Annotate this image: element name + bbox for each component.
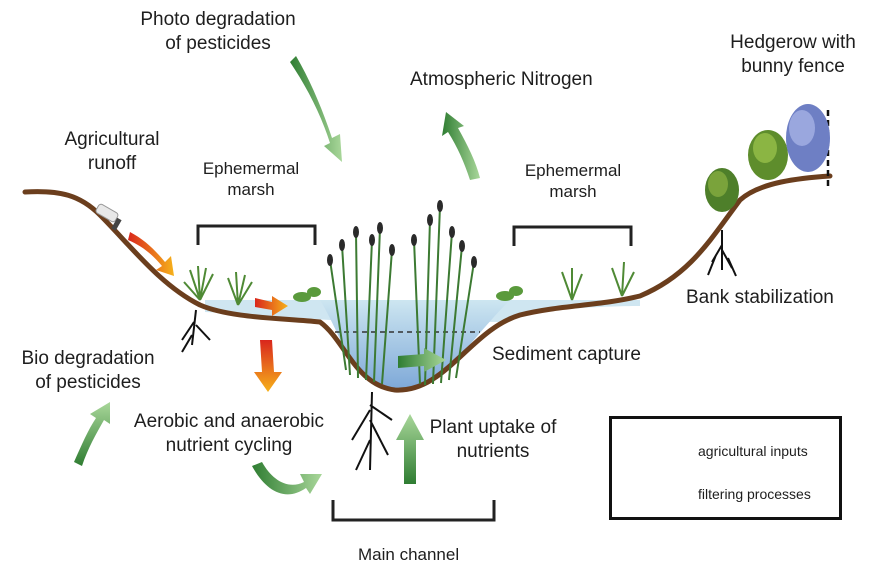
plant-uptake-line-2: nutrients [418, 440, 568, 464]
marsh-bracket-right [514, 227, 631, 246]
photo-degradation-label: Photo degradation of pesticides [128, 8, 308, 56]
plant-uptake-line-1: Plant uptake of [418, 416, 568, 440]
hedge-shrub-medium [748, 130, 788, 180]
marsh-left-line-1: Ephemermal [196, 158, 306, 179]
plant-uptake-label: Plant uptake of nutrients [418, 416, 568, 464]
small-plant-right [496, 286, 523, 301]
small-plant-left [293, 287, 321, 302]
bio-degradation-arrow-icon [74, 402, 110, 466]
nutrient-cycling-arrow-icon [252, 462, 322, 494]
photo-degradation-arrow-icon [290, 56, 342, 162]
legend-agricultural-inputs-label: agricultural inputs [698, 443, 808, 459]
marsh-right-line-2: marsh [518, 181, 628, 202]
agricultural-runoff-label: Agricultural runoff [48, 128, 176, 176]
main-channel-bracket [333, 500, 494, 520]
nutrient-cycling-line-1: Aerobic and anaerobic [124, 410, 334, 434]
agricultural-runoff-line-1: Agricultural [48, 128, 176, 152]
reed-heads-right [411, 200, 477, 268]
marsh-bracket-left [198, 226, 315, 245]
hedge-shrub-blue [786, 104, 830, 172]
grass-tuft-left-1 [184, 266, 213, 300]
left-roots-icon [182, 310, 210, 352]
nutrient-cycling-label: Aerobic and anaerobic nutrient cycling [124, 410, 334, 458]
bio-degradation-label: Bio degradation of pesticides [8, 347, 168, 395]
hedgerow-label: Hedgerow with bunny fence [728, 31, 858, 79]
nutrient-cycling-line-2: nutrient cycling [124, 434, 334, 458]
photo-degradation-line-2: of pesticides [128, 32, 308, 56]
grass-tuft-right-1 [562, 268, 582, 300]
grass-tuft-right-2 [612, 262, 634, 296]
marsh-left-line-2: marsh [196, 179, 306, 200]
marsh-right-line-1: Ephemermal [518, 160, 628, 181]
legend-box [609, 416, 842, 520]
bio-degradation-line-1: Bio degradation [8, 347, 168, 371]
hedgerow-line-2: bunny fence [728, 55, 858, 79]
hedgerow-line-1: Hedgerow with [728, 31, 858, 55]
bank-stabilization-label: Bank stabilization [686, 286, 834, 310]
agricultural-runoff-line-2: runoff [48, 152, 176, 176]
photo-degradation-line-1: Photo degradation [128, 8, 308, 32]
reed-heads-left [327, 222, 395, 266]
legend-filtering-processes-label: filtering processes [698, 486, 811, 502]
ephemeral-marsh-left-label: Ephemermal marsh [196, 158, 306, 201]
hedge-shrub-small [705, 168, 739, 212]
main-channel-label: Main channel [358, 544, 459, 565]
sediment-capture-label: Sediment capture [492, 343, 641, 367]
atmospheric-nitrogen-arrow-icon [442, 112, 480, 180]
bio-degradation-line-2: of pesticides [8, 371, 168, 395]
ephemeral-marsh-right-label: Ephemermal marsh [518, 160, 628, 203]
downward-input-arrow-icon [254, 340, 282, 392]
channel-roots-icon [352, 392, 392, 470]
atmospheric-nitrogen-label: Atmospheric Nitrogen [410, 68, 593, 92]
